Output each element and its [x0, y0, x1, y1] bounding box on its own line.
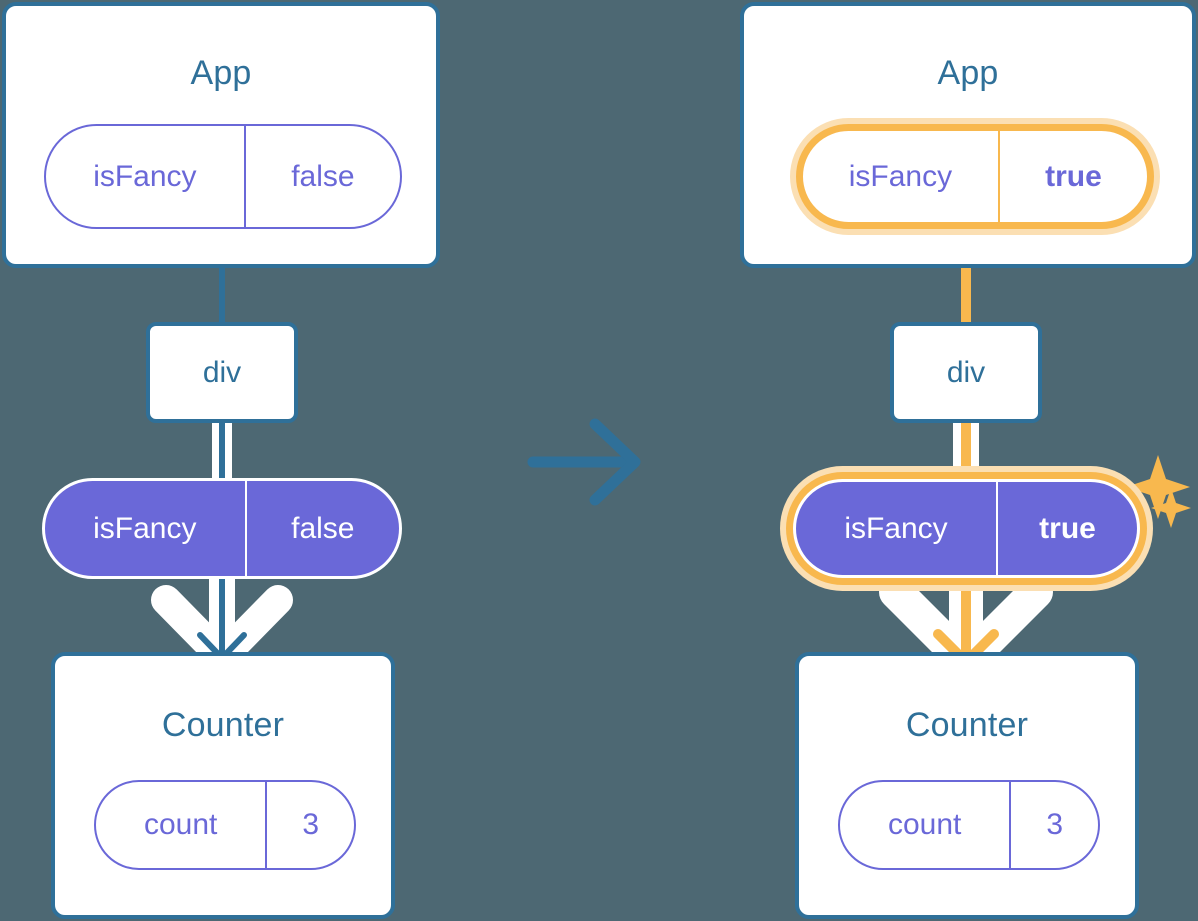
- counter-state-pill-key-after: count: [887, 808, 962, 841]
- prop-pill-key-before: isFancy: [93, 511, 197, 545]
- prop-pill-after[interactable]: isFancy true: [793, 479, 1140, 578]
- div-label-after: div: [946, 356, 986, 389]
- counter-title-before: Counter: [161, 706, 285, 744]
- app-state-pill-value-after: true: [997, 131, 1147, 222]
- div-box-before: div: [146, 322, 298, 423]
- prop-pill-key-after: isFancy: [844, 511, 948, 545]
- app-title-before: App: [190, 54, 252, 92]
- counter-title-after: Counter: [905, 706, 1029, 744]
- div-label-before: div: [202, 356, 242, 389]
- counter-box-after: Counter count 3: [795, 652, 1139, 919]
- app-state-pill-before: isFancy false: [44, 124, 402, 229]
- sparkle-large-prop: [1126, 455, 1190, 519]
- app-state-pill-key-before: isFancy: [93, 159, 197, 193]
- prop-pill-value-after: true: [996, 482, 1137, 575]
- prop-pill-value-before: false: [244, 481, 399, 576]
- counter-state-pill-value-after: 3: [1009, 782, 1098, 868]
- app-state-pill-after[interactable]: isFancy true: [796, 124, 1154, 229]
- counter-box-before: Counter count 3: [51, 652, 395, 919]
- counter-state-pill-after: count 3: [838, 780, 1100, 870]
- counter-state-pill-before: count 3: [94, 780, 356, 870]
- div-box-after: div: [890, 322, 1042, 423]
- app-box-after: App isFancy true: [740, 2, 1196, 268]
- app-state-pill-value-before: false: [243, 126, 400, 227]
- counter-state-pill-key-before: count: [143, 808, 218, 841]
- counter-state-pill-value-before: 3: [265, 782, 354, 868]
- arrow-right-icon: [527, 418, 641, 506]
- prop-pill-before: isFancy false: [42, 478, 402, 579]
- sparkle-small-prop: [1151, 488, 1191, 528]
- app-box-before: App isFancy false: [2, 2, 440, 268]
- app-state-pill-key-after: isFancy: [848, 159, 953, 193]
- app-title-after: App: [937, 54, 999, 92]
